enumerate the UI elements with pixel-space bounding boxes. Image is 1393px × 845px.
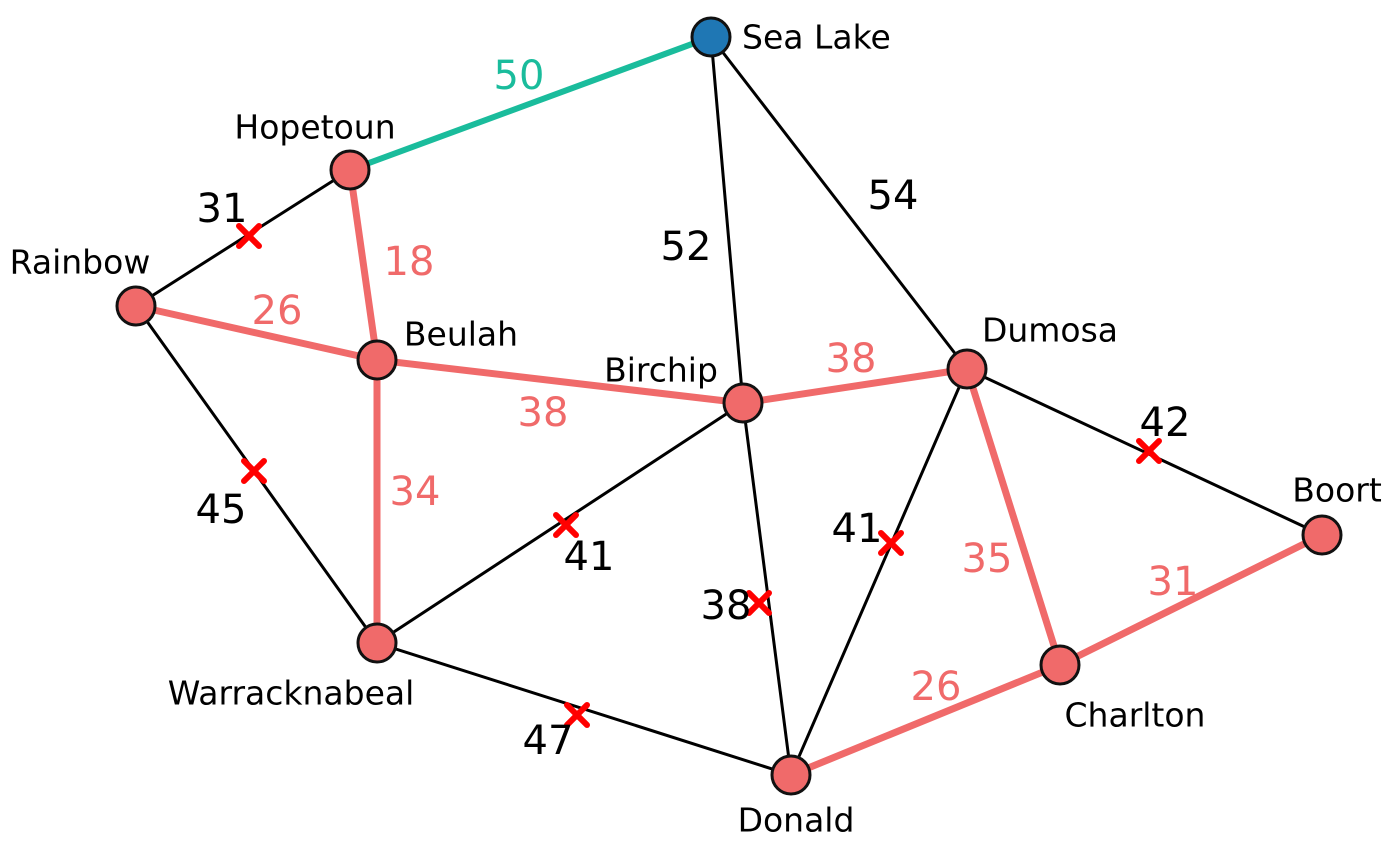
rejected-cross-icon [241, 458, 267, 484]
edge-layer [132, 34, 1326, 779]
rejected-cross-icon [236, 223, 262, 249]
edge-sealake-dumosa [709, 35, 969, 371]
rejected-cross-icon [564, 702, 590, 728]
edge-hopetoun-beulah [346, 166, 381, 364]
rejected-marker-layer [236, 223, 1162, 728]
node-warracknabeal [356, 622, 398, 664]
node-label-sea_lake: Sea Lake [742, 18, 891, 57]
edge-weight-birchip-donald: 38 [701, 583, 752, 629]
edge-sealake-birchip [709, 35, 745, 405]
edge-sealake-hopetoun [347, 34, 714, 173]
edge-weight-dumosa-donald: 41 [832, 506, 883, 552]
node-label-beulah: Beulah [404, 315, 518, 354]
edge-weight-sealake-hopetoun: 50 [494, 53, 545, 99]
edge-weight-beulah-birchip: 38 [518, 390, 569, 436]
rejected-cross-icon [878, 530, 904, 556]
edge-donald-charlton [787, 661, 1064, 779]
edge-rainbow-beulah [132, 302, 381, 364]
edge-weight-rainbow-beulah: 26 [252, 288, 303, 334]
rejected-cross-icon [553, 512, 579, 538]
node-layer [115, 16, 1343, 796]
node-dumosa [946, 348, 988, 390]
edge-weight-hopetoun-rainbow: 31 [197, 186, 248, 232]
node-label-donald: Donald [738, 801, 855, 840]
node-hopetoun [329, 149, 371, 191]
edge-birchip-donald [741, 401, 793, 777]
node-boort [1301, 514, 1343, 556]
edge-weight-birchip-dumosa: 38 [826, 336, 877, 382]
node-label-charlton: Charlton [1065, 696, 1206, 735]
edge-weight-hopetoun-beulah: 18 [384, 239, 435, 285]
edge-birchip-dumosa [739, 365, 971, 407]
node-label-birchip: Birchip [604, 351, 718, 390]
edge-weight-warracknabeal-donald: 47 [523, 718, 574, 764]
rejected-cross-icon [746, 590, 772, 616]
node-donald [770, 754, 812, 796]
edge-weight-birchip-warracknabeal: 41 [564, 534, 615, 580]
edge-weight-rainbow-warracknabeal: 45 [196, 487, 247, 533]
edge-weight-donald-charlton: 26 [911, 664, 962, 710]
edge-charlton-boort [1056, 531, 1326, 669]
node-beulah [356, 339, 398, 381]
node-label-boort: Boort [1292, 471, 1382, 510]
edge-dumosa-donald [789, 367, 969, 777]
edge-weight-sealake-dumosa: 54 [868, 173, 919, 219]
node-label-dumosa: Dumosa [982, 311, 1118, 350]
edge-weight-charlton-boort: 31 [1148, 559, 1199, 605]
node-sea_lake [690, 16, 732, 58]
edge-weight-dumosa-charlton: 35 [962, 536, 1013, 582]
edge-weight-beulah-warracknabeal: 34 [390, 469, 441, 515]
node-charlton [1039, 644, 1081, 686]
node-label-hopetoun: Hopetoun [234, 108, 395, 147]
node-rainbow [115, 285, 157, 327]
edge-weight-dumosa-boort: 42 [1140, 400, 1191, 446]
edge-beulah-birchip [373, 356, 747, 407]
edge-dumosa-charlton [963, 365, 1064, 669]
weight-label-layer: 52 54 31 45 41 38 42 41 47 18 26 38 34 38 35 26 31 50 [196, 53, 1199, 764]
rejected-cross-icon [1136, 438, 1162, 464]
node-birchip [722, 382, 764, 424]
node-label-warracknabeal: Warracknabeal [168, 674, 415, 713]
node-label-rainbow: Rainbow [10, 243, 151, 282]
edge-weight-sealake-birchip: 52 [661, 224, 712, 270]
